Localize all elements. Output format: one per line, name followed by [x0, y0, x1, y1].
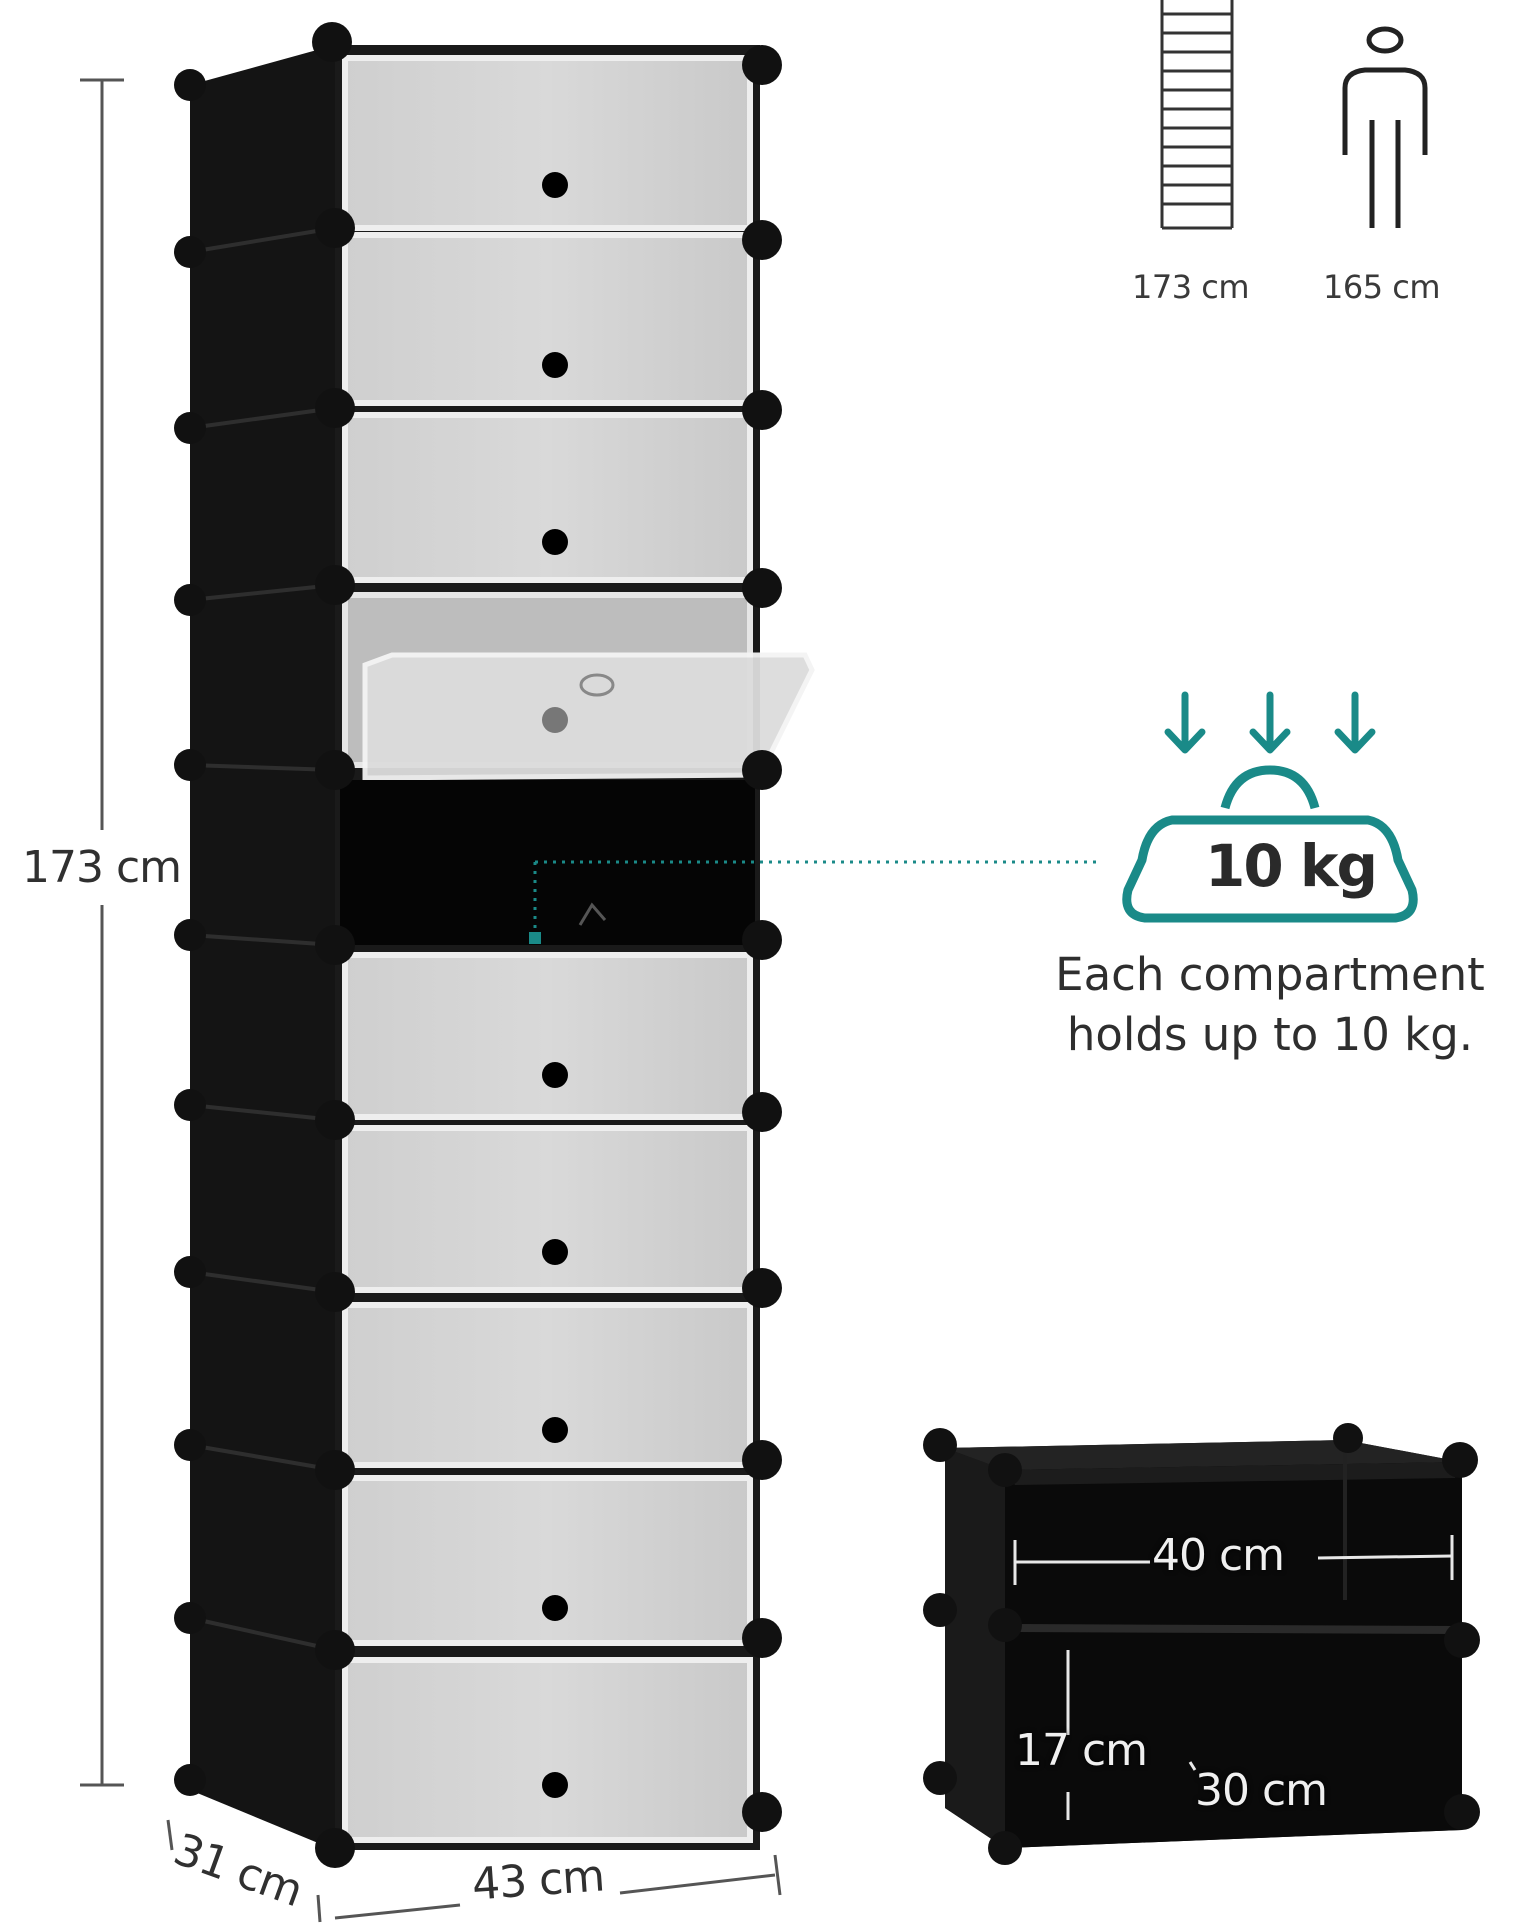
width-dimension-line — [334, 1854, 782, 1920]
compartment-width-label: 40 cm — [1152, 1530, 1285, 1581]
weight-icon — [1122, 765, 1418, 923]
height-label: 173 cm — [22, 842, 182, 893]
small-cube-unit — [923, 1423, 1480, 1865]
load-callout-line — [533, 860, 1100, 935]
compartment-depth-label: 30 cm — [1195, 1765, 1328, 1816]
person-icon — [1342, 26, 1428, 228]
shelf-height-comparison-label: 173 cm — [1132, 268, 1250, 306]
door-2 — [342, 232, 753, 406]
weight-value: 10 kg — [1205, 832, 1378, 900]
door-7 — [342, 1125, 753, 1293]
load-caption-line1: Each compartment — [1055, 948, 1485, 1001]
callout-dot — [529, 932, 541, 944]
cabinet-side-panel — [190, 45, 335, 1850]
connector-knobs — [174, 22, 782, 1868]
door-3 — [342, 412, 753, 583]
load-caption-line2: holds up to 10 kg. — [1066, 1008, 1474, 1061]
door-1 — [342, 55, 753, 231]
height-dimension-line — [80, 78, 124, 1787]
door-6 — [342, 952, 753, 1120]
doors — [340, 55, 815, 1843]
compartment-height-label: 17 cm — [1015, 1725, 1148, 1776]
weight-arrows — [1164, 691, 1376, 754]
door-8 — [342, 1302, 753, 1468]
door-4-open — [342, 592, 815, 781]
open-compartment — [340, 780, 755, 945]
door-10 — [342, 1657, 753, 1843]
door-9 — [342, 1475, 753, 1646]
ladder-icon — [1160, 0, 1234, 230]
width-label: 43 cm — [470, 1850, 606, 1911]
person-height-comparison-label: 165 cm — [1323, 268, 1441, 306]
depth-dimension-line — [166, 1819, 322, 1923]
